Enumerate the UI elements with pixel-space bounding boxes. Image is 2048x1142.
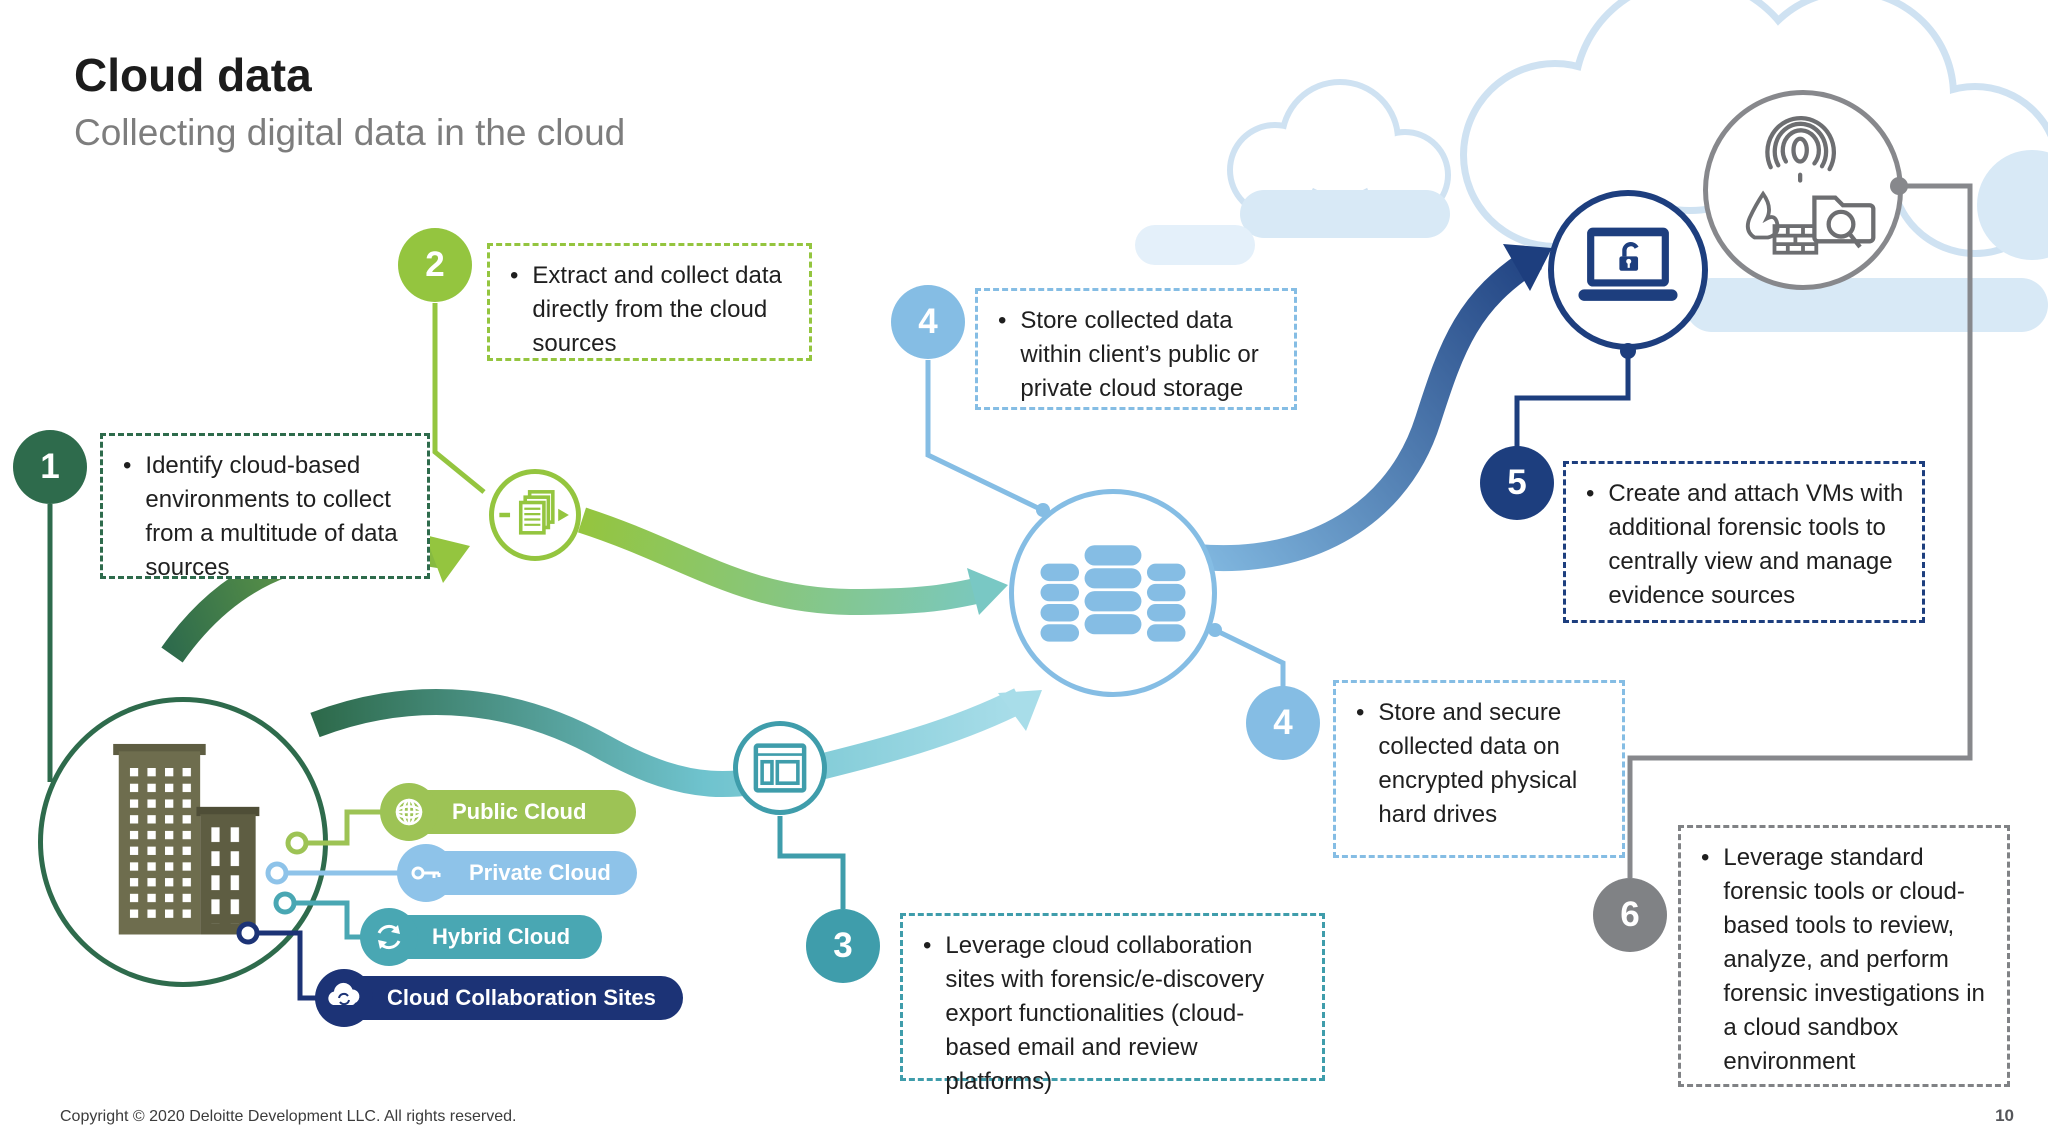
bullet: •	[998, 307, 1007, 334]
extract-circle	[489, 469, 581, 561]
pill-hybrid-cloud-label: Hybrid Cloud	[432, 924, 571, 949]
step-2-badge: 2	[398, 228, 472, 302]
step-4-lower-badge: 4	[1246, 686, 1320, 760]
connector-step-5	[1514, 351, 1631, 447]
connector-step-4-lower	[1213, 627, 1286, 687]
step-3-note: • Leverage cloud collaboration sites wit…	[900, 913, 1325, 1096]
step-4-upper-text: Store collected data within client’s pub…	[1020, 307, 1259, 403]
step-4-lower-note: • Store and secure collected data on enc…	[1333, 680, 1625, 858]
connector-step-3	[777, 816, 846, 909]
building-icon	[112, 743, 259, 935]
laptop-lock-icon	[1578, 227, 1678, 301]
step-3-text: Leverage cloud collaboration sites with …	[945, 932, 1265, 1096]
cloud-icon	[315, 969, 373, 1027]
step-6-badge: 6	[1593, 878, 1667, 952]
step-4-upper-number: 4	[918, 302, 938, 341]
pill-cloud-collaboration-sites: Cloud Collaboration Sites	[315, 969, 683, 1027]
forensics-circle	[1703, 90, 1903, 290]
bullet: •	[123, 452, 132, 479]
pill-hybrid-cloud: Hybrid Cloud	[360, 908, 602, 966]
pill-public-cloud-label: Public Cloud	[452, 799, 587, 824]
key-icon	[397, 844, 455, 902]
step-6-number: 6	[1620, 895, 1640, 934]
forensics-icons	[1745, 115, 1876, 255]
globe-icon	[380, 783, 438, 841]
step-2-note: • Extract and collect data directly from…	[487, 243, 812, 361]
database-icon	[1040, 545, 1186, 642]
bullet: •	[510, 262, 519, 289]
arrowhead-storage-upper	[967, 568, 1008, 615]
page-subtitle: Collecting digital data in the cloud	[74, 112, 626, 153]
bullet: •	[923, 932, 932, 959]
pill-public-cloud: Public Cloud	[380, 783, 636, 841]
pill-private-cloud: Private Cloud	[397, 844, 637, 902]
fingerprint-icon	[1765, 115, 1836, 183]
arrowhead-storage-lower	[998, 690, 1042, 731]
step-5-number: 5	[1507, 463, 1527, 502]
arrowhead-vm	[1503, 244, 1552, 291]
bullet: •	[1701, 844, 1710, 871]
data-source-circle	[38, 697, 328, 987]
collaboration-circle	[733, 721, 827, 815]
step-1-note: • Identify cloud-based environments to c…	[100, 433, 430, 582]
arrowhead-extract	[425, 535, 470, 583]
folder-search-icon	[1812, 195, 1876, 249]
storage-circle	[1009, 489, 1217, 697]
firewall-flame-icon	[1745, 190, 1819, 255]
arrow-extract-to-storage	[577, 507, 988, 616]
pill-cloud-collaboration-sites-label: Cloud Collaboration Sites	[387, 985, 656, 1010]
page-title: Cloud data	[74, 49, 312, 101]
step-4-lower-text: Store and secure collected data on encry…	[1378, 699, 1578, 829]
bullet: •	[1586, 480, 1595, 507]
step-2-text: Extract and collect data directly from t…	[532, 262, 782, 358]
sync-arrows-icon	[360, 908, 418, 966]
step-1-badge: 1	[13, 430, 87, 504]
step-2-number: 2	[425, 245, 445, 284]
step-4-upper-badge: 4	[891, 285, 965, 359]
step-3-number: 3	[833, 926, 853, 965]
browser-window-icon	[753, 743, 807, 793]
step-4-upper-note: • Store collected data within client’s p…	[975, 288, 1297, 410]
copyright-text: Copyright © 2020 Deloitte Development LL…	[60, 1108, 517, 1125]
bullet: •	[1356, 699, 1365, 726]
step-5-note: • Create and attach VMs with additional …	[1563, 461, 1925, 623]
step-1-text: Identify cloud-based environments to col…	[145, 452, 398, 582]
connector-step-2	[432, 303, 486, 494]
step-5-text: Create and attach VMs with additional fo…	[1608, 480, 1904, 610]
step-1-number: 1	[40, 447, 60, 486]
arrow-source-to-collab-to-storage	[310, 688, 1026, 797]
vm-circle	[1548, 190, 1708, 350]
step-6-note: • Leverage standard forensic tools or cl…	[1678, 825, 2010, 1087]
step-5-badge: 5	[1480, 446, 1554, 520]
step-6-text: Leverage standard forensic tools or clou…	[1723, 844, 1985, 1076]
documents-extract-icon	[499, 490, 569, 535]
step-4-lower-number: 4	[1273, 703, 1293, 742]
page-number: 10	[1995, 1106, 2014, 1125]
pill-private-cloud-label: Private Cloud	[469, 860, 611, 885]
step-3-badge: 3	[806, 909, 880, 983]
